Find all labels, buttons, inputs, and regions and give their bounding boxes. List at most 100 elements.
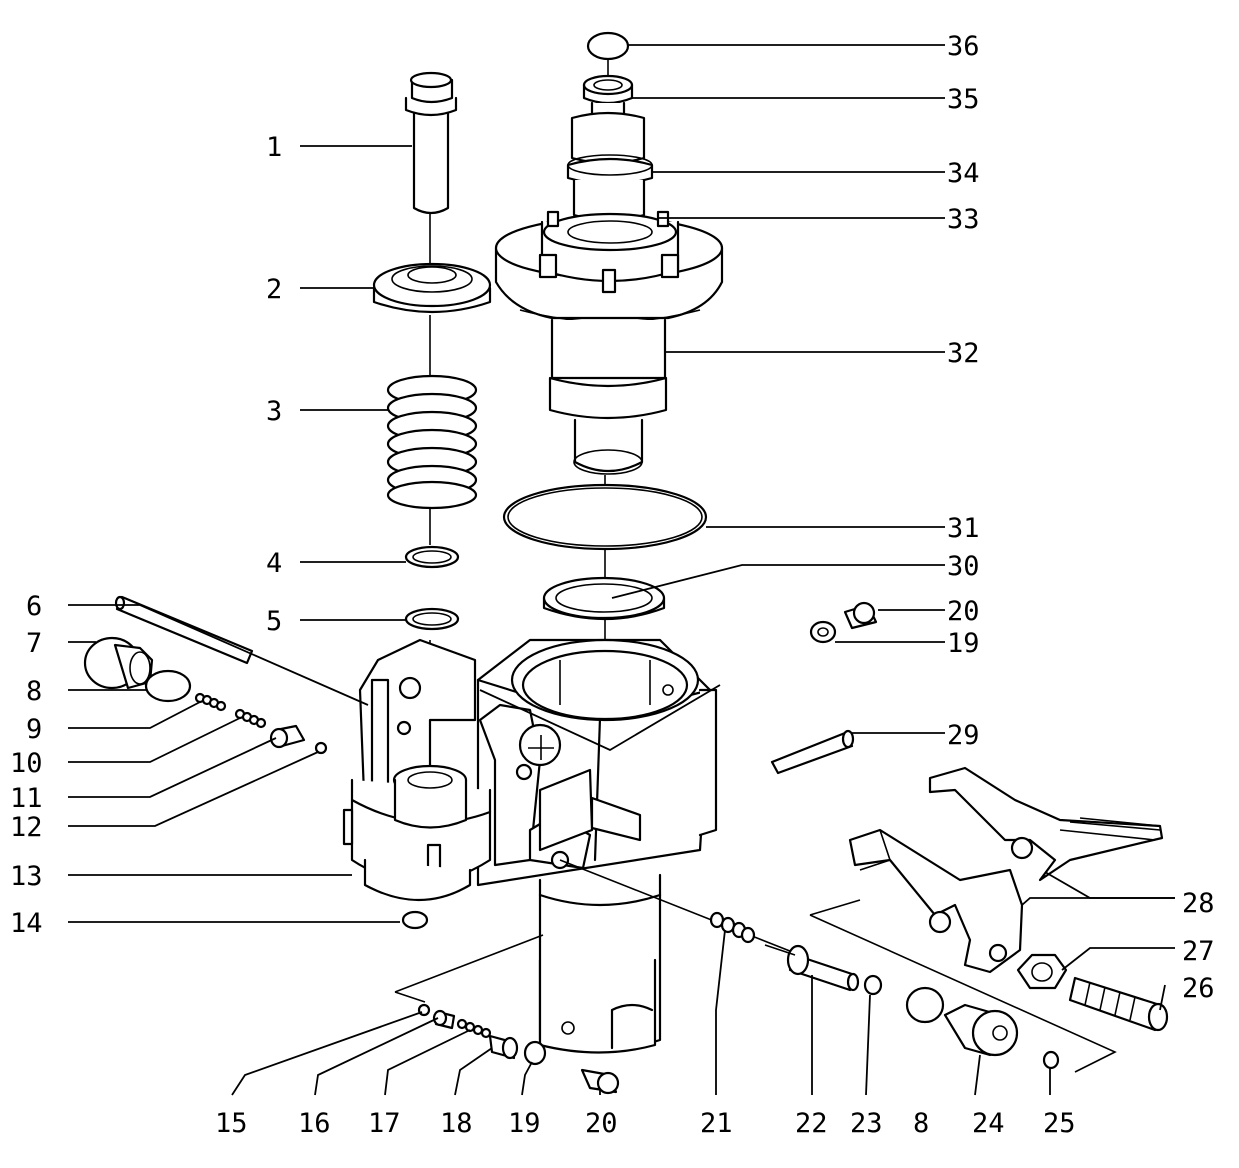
axis-line xyxy=(559,859,801,956)
part-5-washer xyxy=(404,607,460,631)
part-2-spring-seat xyxy=(372,262,492,314)
callout-2: 2 xyxy=(266,274,282,305)
part-18-cylinder xyxy=(488,1034,519,1060)
callout-27: 27 xyxy=(1182,936,1215,967)
callout-16: 16 xyxy=(298,1108,331,1139)
callout-22: 22 xyxy=(795,1108,828,1139)
callout-5: 5 xyxy=(266,606,282,637)
part-32-flange-body xyxy=(494,210,724,475)
part-20-plug-top xyxy=(843,601,878,630)
leader-18 xyxy=(454,1047,493,1096)
callout-34: 34 xyxy=(947,158,980,189)
callout-33: 33 xyxy=(947,204,980,235)
part-3-spring xyxy=(386,374,478,510)
part-31-large-oring xyxy=(502,483,708,551)
callout-18: 18 xyxy=(440,1108,473,1139)
callout-19-bottom: 19 xyxy=(508,1108,541,1139)
part-29-pin xyxy=(770,729,855,775)
part-16-valve xyxy=(432,1009,456,1030)
callout-30: 30 xyxy=(947,551,980,582)
part-24-nut xyxy=(943,1003,1019,1057)
leader-19-bottom xyxy=(521,1061,533,1096)
callout-15: 15 xyxy=(215,1108,248,1139)
callout-28: 28 xyxy=(1182,888,1215,919)
part-19-oring-bottom xyxy=(523,1040,547,1066)
part-27-bracket xyxy=(848,828,1024,974)
leader-21 xyxy=(715,929,726,1095)
leader-17 xyxy=(384,1029,471,1096)
part-31-large-oring-inner xyxy=(507,487,703,547)
bracket-line xyxy=(809,899,861,916)
part-27-nut xyxy=(1016,953,1068,990)
main-housing xyxy=(342,638,718,1054)
part-26-screw xyxy=(1068,976,1169,1032)
part-12-ball xyxy=(314,741,328,755)
leader-27 xyxy=(1061,947,1175,971)
part-28-lever xyxy=(928,766,1164,882)
part-15-ball xyxy=(417,1003,431,1017)
leader-9 xyxy=(68,701,201,729)
bracket-line xyxy=(394,991,426,1003)
callout-8-bottom: 8 xyxy=(913,1108,929,1139)
callout-36: 36 xyxy=(947,31,980,62)
part-9-spring xyxy=(194,692,227,712)
part-8-disc xyxy=(905,986,945,1024)
leader-housing xyxy=(479,684,721,752)
leader-12 xyxy=(68,751,319,827)
callout-24: 24 xyxy=(972,1108,1005,1139)
part-20-plug-bottom xyxy=(580,1068,620,1095)
leader-30 xyxy=(611,564,945,599)
leader-28-bracket xyxy=(1021,897,1175,906)
part-14-oring xyxy=(401,910,429,930)
callout-32: 32 xyxy=(947,338,980,369)
part-7-plug xyxy=(83,636,154,690)
leader-23 xyxy=(865,994,871,1096)
callout-26: 26 xyxy=(1182,973,1215,1004)
leader-24 xyxy=(974,1054,981,1096)
leader-6 xyxy=(68,604,369,706)
callout-10: 10 xyxy=(10,748,43,779)
leader-16 xyxy=(314,1017,439,1096)
part-34-collar xyxy=(566,111,654,186)
callout-35: 35 xyxy=(947,84,980,115)
callout-17: 17 xyxy=(368,1108,401,1139)
callout-25: 25 xyxy=(1043,1108,1076,1139)
leader-15 xyxy=(231,1011,423,1096)
part-8-oring xyxy=(144,669,192,703)
callout-13: 13 xyxy=(10,861,43,892)
callout-4: 4 xyxy=(266,548,282,579)
part-19-washer-top xyxy=(809,620,837,644)
leader-10 xyxy=(68,717,241,763)
callout-31: 31 xyxy=(947,513,980,544)
part-11-valve xyxy=(269,724,306,749)
callout-19-top: 19 xyxy=(947,628,980,659)
bracket-line xyxy=(394,934,544,993)
part-22-plunger xyxy=(764,944,860,992)
leader-28 xyxy=(1044,871,1175,899)
callout-12: 12 xyxy=(10,812,43,843)
part-30-seal-ring xyxy=(542,576,666,621)
callout-20-bottom: 20 xyxy=(585,1108,618,1139)
callout-23: 23 xyxy=(850,1108,883,1139)
part-36-cap xyxy=(586,31,630,61)
callout-6: 6 xyxy=(26,591,42,622)
callout-3: 3 xyxy=(266,396,282,427)
part-25-oring xyxy=(1042,1050,1060,1070)
callout-8: 8 xyxy=(26,676,42,707)
callout-20-top: 20 xyxy=(947,596,980,627)
callout-7: 7 xyxy=(26,628,42,659)
callout-9: 9 xyxy=(26,714,42,745)
callout-14: 14 xyxy=(10,908,43,939)
part-21-spring xyxy=(709,911,756,944)
part-4-washer xyxy=(404,545,460,569)
leader-11 xyxy=(68,737,277,798)
callout-29: 29 xyxy=(947,720,980,751)
part-23-oring xyxy=(863,974,883,996)
part-1-sleeve xyxy=(404,71,458,215)
callout-11: 11 xyxy=(10,783,43,814)
bracket-line xyxy=(809,914,1117,1073)
part-6-rod xyxy=(114,595,254,665)
callout-21: 21 xyxy=(700,1108,733,1139)
